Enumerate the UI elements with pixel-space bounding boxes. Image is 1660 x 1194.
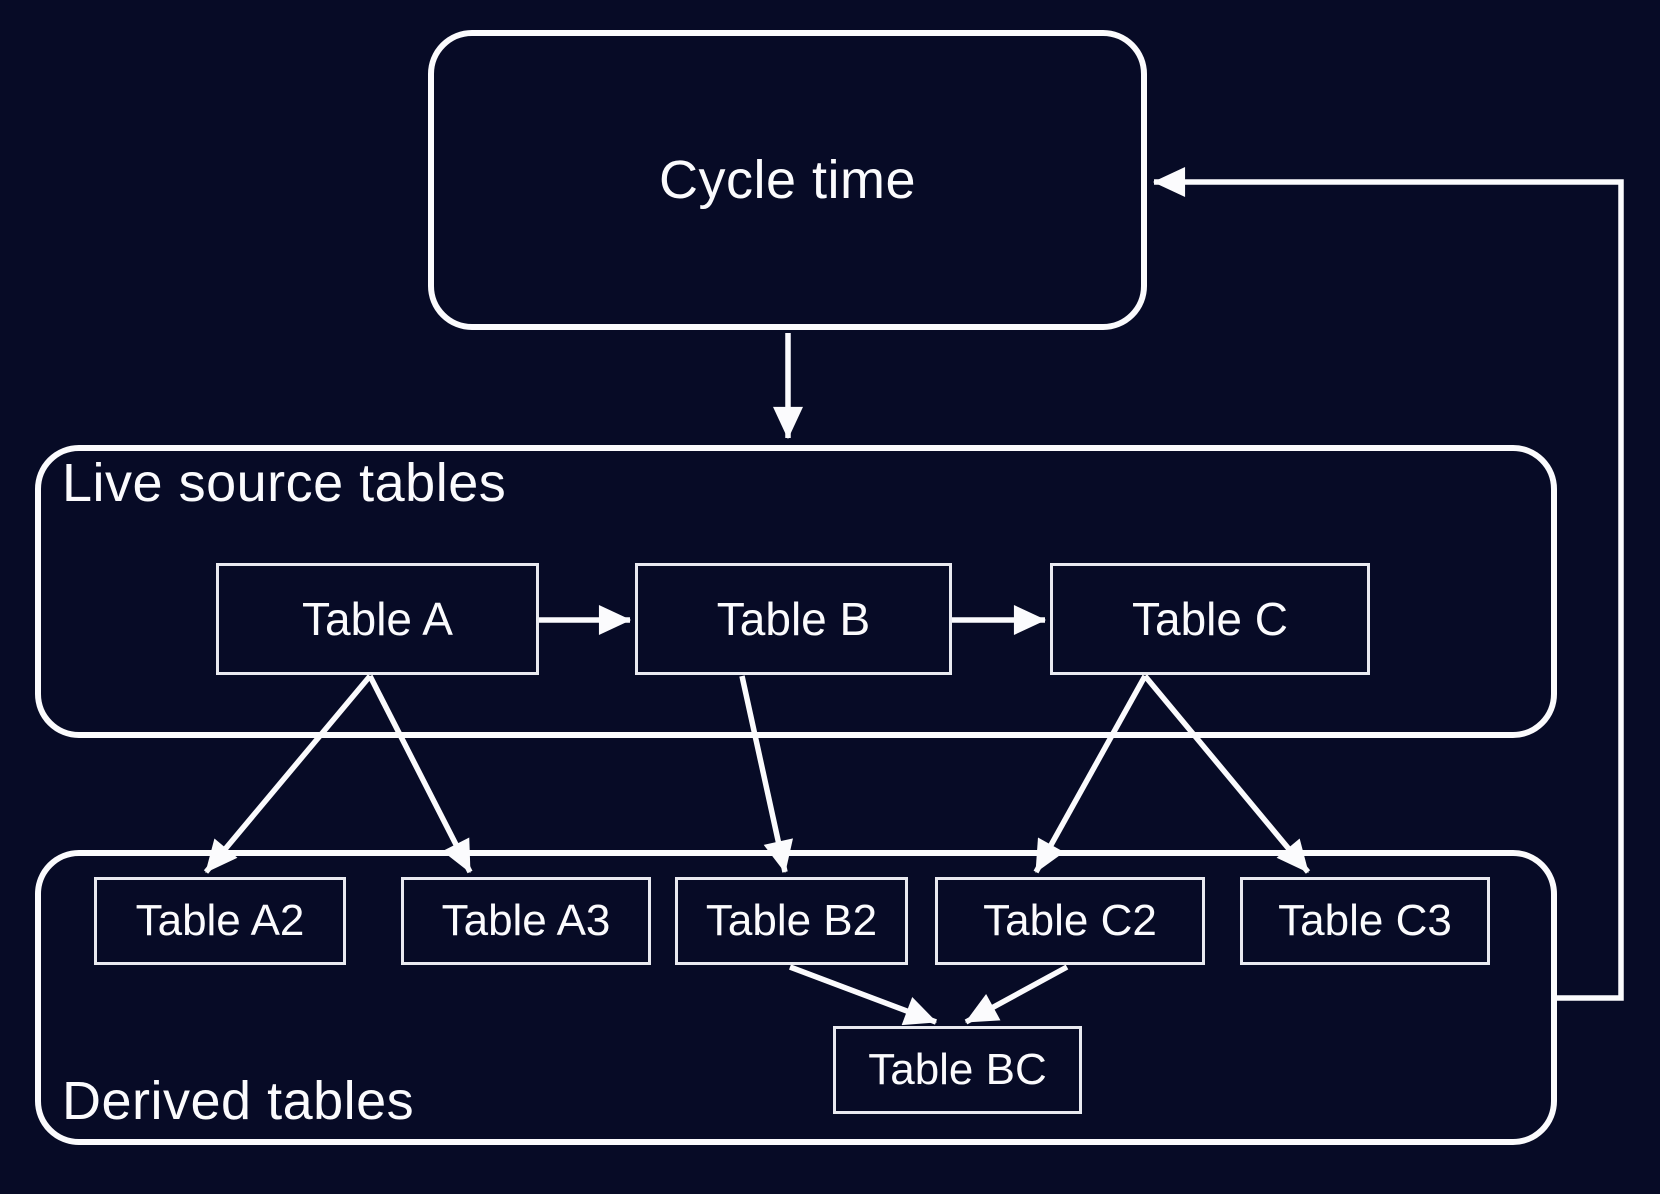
table-a-node: Table A [216,563,539,675]
table-c3-label: Table C3 [1278,896,1452,945]
table-a-label: Table A [302,593,453,645]
table-a2-node: Table A2 [94,877,346,965]
table-c-node: Table C [1050,563,1370,675]
table-a3-label: Table A3 [441,896,611,945]
table-b2-node: Table B2 [675,877,908,965]
derived-tables-label: Derived tables [62,1071,415,1131]
table-a3-node: Table A3 [401,877,651,965]
table-a2-label: Table A2 [135,896,305,945]
table-c2-label: Table C2 [983,896,1157,945]
table-bc-label: Table BC [868,1045,1047,1094]
cycle-time-label: Cycle time [658,150,917,210]
table-b-label: Table B [716,593,871,645]
live-source-tables-label: Live source tables [62,453,507,513]
table-c-label: Table C [1132,593,1288,645]
table-c2-node: Table C2 [935,877,1205,965]
table-b-node: Table B [635,563,952,675]
table-bc-node: Table BC [833,1026,1082,1114]
table-c3-node: Table C3 [1240,877,1490,965]
cycle-time-node: Cycle time [428,30,1147,330]
table-b2-label: Table B2 [705,896,878,945]
